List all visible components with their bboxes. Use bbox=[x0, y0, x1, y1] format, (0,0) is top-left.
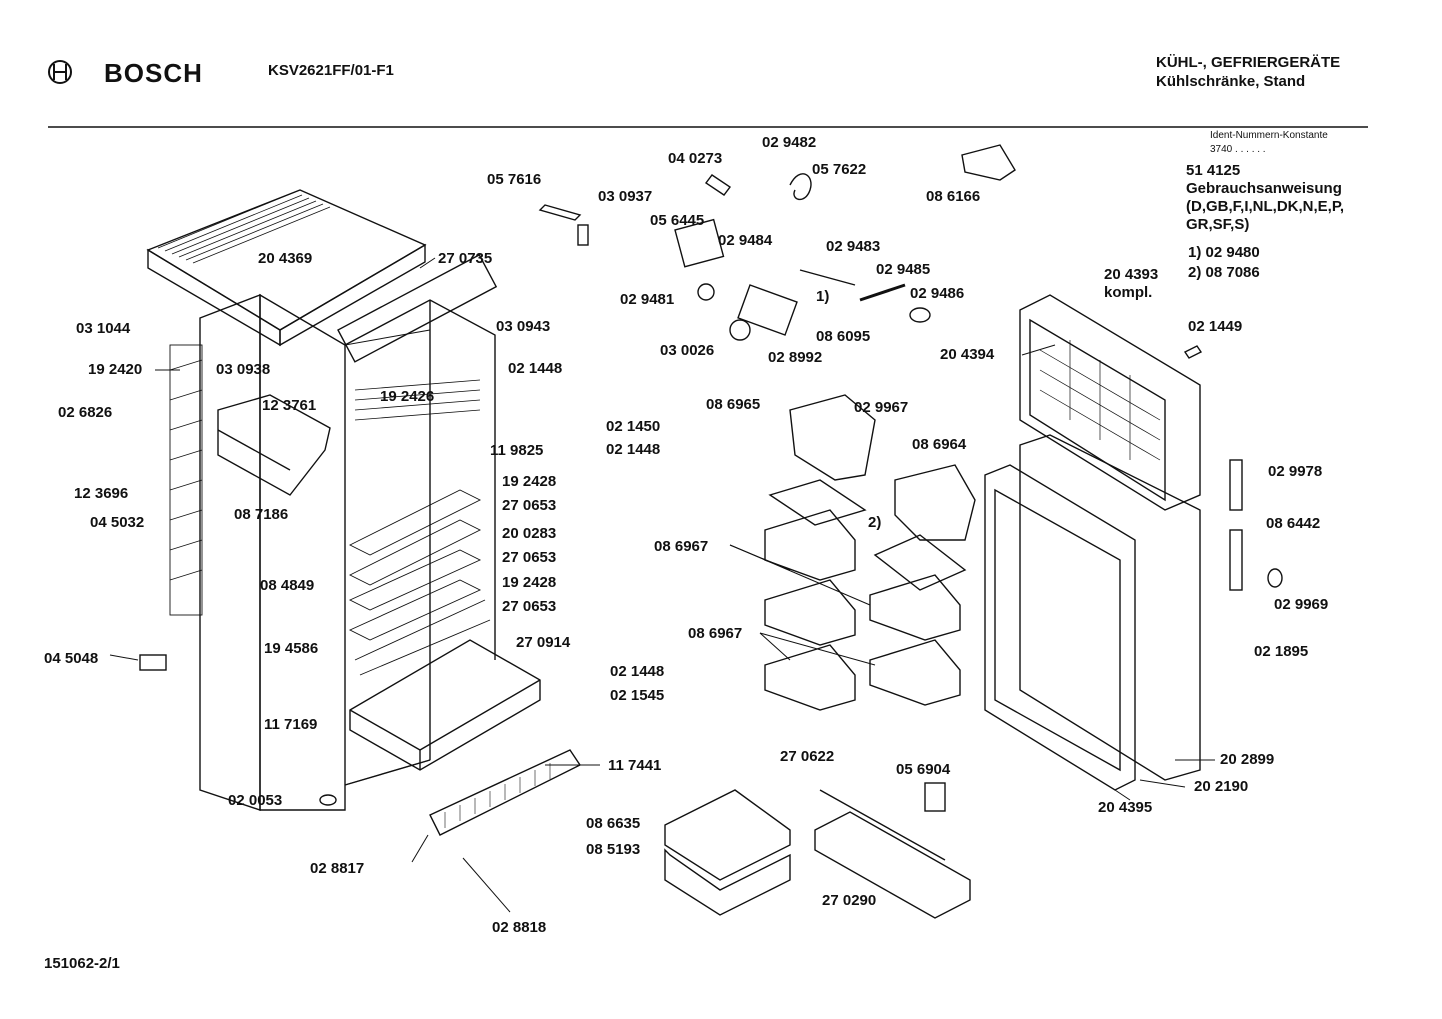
top-panel-drawing bbox=[146, 189, 427, 347]
part-label: 02 1449 bbox=[1188, 318, 1243, 335]
part-label: 02 1448 bbox=[610, 663, 665, 680]
part-label: 02 9484 bbox=[718, 232, 773, 249]
part-label: 02 6826 bbox=[58, 404, 113, 421]
part-label: 19 2426 bbox=[380, 388, 435, 405]
category-subtitle: Kühlschränke, Stand bbox=[1156, 73, 1306, 90]
note-1: 1) 02 9480 bbox=[1188, 244, 1260, 261]
part-label: 11 7169 bbox=[264, 716, 318, 733]
part-label: 05 7622 bbox=[812, 161, 867, 178]
part-label: 05 7616 bbox=[487, 171, 542, 188]
part-label: 08 5193 bbox=[586, 841, 641, 858]
part-label: 20 2899 bbox=[1220, 751, 1275, 768]
part-label: 1) bbox=[816, 288, 830, 305]
part-label: 08 4849 bbox=[260, 577, 315, 594]
part-label: 02 9483 bbox=[826, 238, 881, 255]
bottom-trays-drawing bbox=[664, 782, 971, 919]
part-label: 03 0943 bbox=[496, 318, 551, 335]
part-label: 27 0653 bbox=[502, 549, 557, 566]
part-label: 20 4393 bbox=[1104, 266, 1159, 283]
part-label: 08 6095 bbox=[816, 328, 871, 345]
part-label: 27 0914 bbox=[516, 634, 571, 651]
part-label: 19 4586 bbox=[264, 640, 319, 657]
manual-languages-1: (D,GB,F,I,NL,DK,N,E,P, bbox=[1186, 198, 1345, 215]
part-label: 11 7441 bbox=[608, 757, 662, 774]
part-label: 02 8817 bbox=[310, 860, 365, 877]
part-label: 02 9481 bbox=[620, 291, 675, 308]
category-title: KÜHL-, GEFRIERGERÄTE bbox=[1156, 54, 1341, 71]
part-label: 02 9486 bbox=[910, 285, 965, 302]
part-label: 27 0653 bbox=[502, 497, 557, 514]
door-racks-drawing bbox=[764, 144, 1016, 711]
bosch-logo-icon bbox=[48, 60, 72, 84]
part-label: 20 4394 bbox=[940, 346, 995, 363]
part-label: kompl. bbox=[1104, 284, 1153, 301]
part-label: 05 6904 bbox=[896, 761, 951, 778]
part-label: 19 2428 bbox=[502, 574, 557, 591]
document-number: 151062-2/1 bbox=[44, 955, 120, 972]
part-label: 04 0273 bbox=[668, 150, 723, 167]
part-label: 02 1895 bbox=[1254, 643, 1309, 660]
part-label: 08 6967 bbox=[688, 625, 743, 642]
cabinet-drawing bbox=[139, 253, 582, 836]
part-label: 08 7186 bbox=[234, 506, 289, 523]
part-label: 12 3696 bbox=[74, 485, 129, 502]
part-label: 27 0622 bbox=[780, 748, 835, 765]
part-label: 03 1044 bbox=[76, 320, 131, 337]
manual-part-number: 51 4125 bbox=[1186, 162, 1241, 179]
part-label: 04 5048 bbox=[44, 650, 99, 667]
part-label: 02 9485 bbox=[876, 261, 931, 278]
ident-label: Ident-Nummern-Konstante bbox=[1210, 130, 1328, 141]
note-2: 2) 08 7086 bbox=[1188, 264, 1260, 281]
part-label: 08 6967 bbox=[654, 538, 709, 555]
leader-lines bbox=[109, 257, 1215, 913]
part-label: 2) bbox=[868, 514, 882, 531]
manual-languages-2: GR,SF,S) bbox=[1186, 216, 1250, 233]
part-label: 02 9969 bbox=[1274, 596, 1329, 613]
part-label: 02 9978 bbox=[1268, 463, 1323, 480]
ident-value: 3740 . . . . . . bbox=[1210, 144, 1266, 155]
part-label: 02 1450 bbox=[606, 418, 661, 435]
brand-name: BOSCH bbox=[104, 58, 203, 88]
part-label: 08 6964 bbox=[912, 436, 967, 453]
part-label: 08 6635 bbox=[586, 815, 641, 832]
part-label: 08 6965 bbox=[706, 396, 761, 413]
part-label: 02 8992 bbox=[768, 349, 823, 366]
part-label: 11 9825 bbox=[490, 442, 544, 459]
model-number: KSV2621FF/01-F1 bbox=[268, 62, 394, 79]
part-label: 02 8818 bbox=[492, 919, 547, 936]
part-label: 27 0653 bbox=[502, 598, 557, 615]
part-label: 02 1545 bbox=[610, 687, 665, 704]
part-label: 02 9967 bbox=[854, 399, 909, 416]
part-label: 03 0937 bbox=[598, 188, 653, 205]
part-label: 08 6166 bbox=[926, 188, 981, 205]
part-label: 27 0290 bbox=[822, 892, 877, 909]
part-label: 19 2420 bbox=[88, 361, 143, 378]
part-label: 27 0735 bbox=[438, 250, 493, 267]
part-label: 19 2428 bbox=[502, 473, 557, 490]
part-label: 02 1448 bbox=[508, 360, 563, 377]
part-label: 02 0053 bbox=[228, 792, 283, 809]
part-label: 03 0026 bbox=[660, 342, 715, 359]
part-label: 05 6445 bbox=[650, 212, 705, 229]
doors-drawing bbox=[984, 294, 1283, 791]
part-label: 12 3761 bbox=[262, 397, 317, 414]
part-label: 20 0283 bbox=[502, 525, 557, 542]
part-label: 20 4395 bbox=[1098, 799, 1153, 816]
part-label: 20 2190 bbox=[1194, 778, 1249, 795]
part-label: 02 1448 bbox=[606, 441, 661, 458]
thermostat-drawing bbox=[538, 173, 931, 341]
part-label: 08 6442 bbox=[1266, 515, 1321, 532]
part-label: 04 5032 bbox=[90, 514, 145, 531]
part-label: 03 0938 bbox=[216, 361, 271, 378]
manual-title: Gebrauchsanweisung bbox=[1186, 180, 1342, 197]
part-label: 20 4369 bbox=[258, 250, 313, 267]
part-label: 02 9482 bbox=[762, 134, 817, 151]
